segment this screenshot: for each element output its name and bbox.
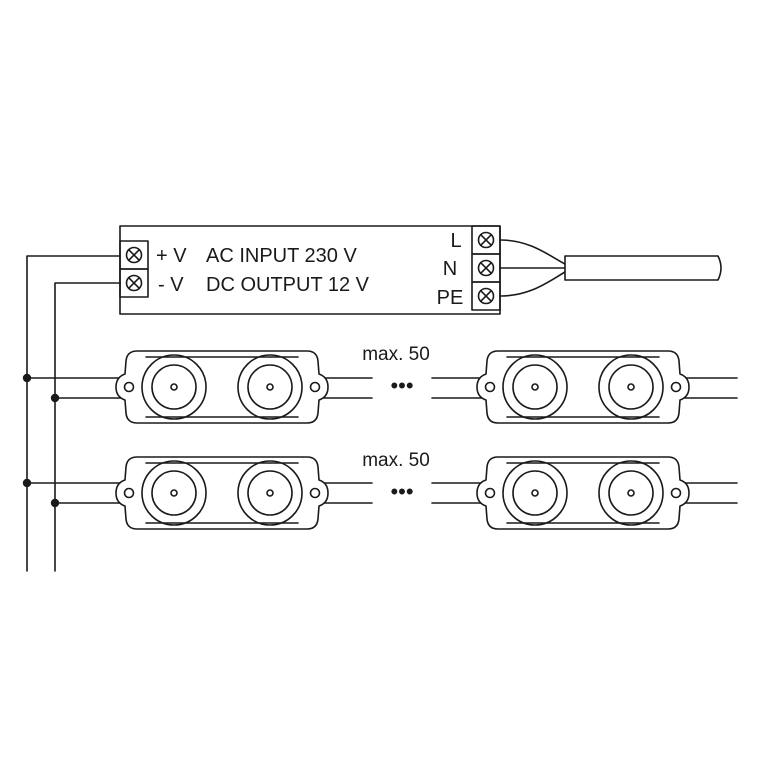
led-module	[115, 350, 329, 424]
screw-icon-n	[477, 259, 495, 277]
row-2-wires	[26, 482, 738, 504]
led-row-1	[26, 350, 738, 424]
row-1-labels: max. 50 •••	[362, 344, 430, 398]
led-row-2	[26, 456, 738, 530]
ac-input-label: AC INPUT 230 V	[206, 245, 357, 267]
junction-dots	[22, 373, 60, 508]
mains-cable	[499, 239, 722, 297]
led-module	[115, 456, 329, 530]
terminal-n-label: N	[443, 258, 457, 280]
dc-plus-bus	[26, 255, 121, 572]
terminal-l-label: L	[450, 230, 461, 252]
screw-icon-l	[477, 231, 495, 249]
driver-labels: + V - V AC INPUT 230 V DC OUTPUT 12 V L …	[156, 230, 463, 309]
screw-icon-minus	[125, 274, 143, 292]
minus-v-label: - V	[158, 274, 184, 296]
dc-output-label: DC OUTPUT 12 V	[206, 274, 370, 296]
ellipsis-label: •••	[390, 373, 413, 398]
row-2-labels: max. 50 •••	[362, 450, 430, 504]
screw-icon-pe	[477, 287, 495, 305]
ellipsis-label: •••	[390, 479, 413, 504]
led-module	[476, 456, 690, 530]
terminal-pe-label: PE	[437, 287, 464, 309]
plus-v-label: + V	[156, 245, 187, 267]
power-supply-box	[119, 225, 501, 315]
max-count-label: max. 50	[362, 450, 430, 471]
row-1-wires	[26, 377, 738, 399]
max-count-label: max. 50	[362, 344, 430, 365]
dc-terminal-block	[119, 240, 149, 298]
ac-terminal-block	[471, 225, 501, 311]
led-module	[476, 350, 690, 424]
dc-minus-bus	[54, 282, 121, 572]
screw-icon-plus	[125, 246, 143, 264]
